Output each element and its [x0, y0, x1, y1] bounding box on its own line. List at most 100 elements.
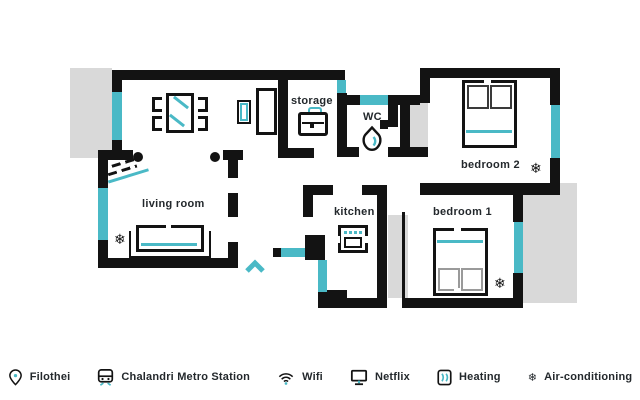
- pillow: [461, 268, 483, 291]
- chair-icon: [152, 97, 162, 112]
- wall: [513, 193, 523, 222]
- wall: [228, 193, 238, 217]
- entrance-door: [281, 248, 305, 257]
- window: [551, 105, 560, 158]
- chair-icon: [198, 116, 208, 131]
- stove-oven: [344, 237, 362, 248]
- snowflake-icon: ❄: [530, 161, 542, 177]
- legend-label: Heating: [458, 371, 501, 383]
- pillow: [467, 85, 489, 109]
- wall: [305, 235, 325, 260]
- bed-gap: [454, 226, 461, 231]
- cabinet-icon: [256, 88, 277, 135]
- legend-item-air-conditioning: ❄ Air-conditioning: [528, 371, 633, 383]
- wall: [377, 185, 387, 308]
- heating-icon: [437, 369, 452, 385]
- bed-gap: [484, 140, 491, 145]
- stove-gap: [336, 236, 340, 243]
- stove-burner: [349, 231, 352, 234]
- sofa-detail: [141, 243, 197, 246]
- wall: [112, 70, 122, 92]
- pillow: [490, 85, 512, 109]
- shaft-by-kitchen: [388, 215, 408, 298]
- snowflake-icon: ❄: [114, 232, 126, 248]
- wall: [318, 298, 387, 308]
- water-drop-icon: [362, 125, 382, 152]
- chair-icon: [152, 116, 162, 131]
- metro-icon: [98, 368, 114, 386]
- door-jamb: [380, 120, 388, 129]
- legend-item-netflix: Netflix: [350, 369, 410, 386]
- balcony-right: [523, 183, 577, 303]
- wall: [112, 70, 345, 80]
- wall: [223, 150, 243, 160]
- wall: [513, 273, 523, 308]
- bed-gap: [484, 78, 491, 83]
- storage-box-dot: [310, 124, 314, 128]
- wifi-icon: [278, 372, 294, 385]
- room-label-bedroom-2: bedroom 2: [461, 159, 520, 171]
- wall: [278, 148, 314, 158]
- entrance-arrow-icon: [245, 259, 265, 273]
- legend-label: Chalandri Metro Station: [121, 371, 251, 383]
- wall: [98, 240, 108, 268]
- wall: [388, 147, 428, 157]
- legend-item-metro: Chalandri Metro Station: [97, 368, 250, 387]
- wall: [400, 105, 410, 157]
- legend-item-wifi: Wifi: [277, 370, 323, 385]
- thin-wall: [402, 212, 405, 298]
- amenities-legend: Filothei Chalandri Metro Station Wifi: [0, 361, 640, 393]
- location-pin-icon: [8, 368, 22, 386]
- room-label-storage: storage: [291, 95, 333, 107]
- wall: [362, 185, 387, 195]
- pillow: [438, 268, 460, 291]
- room-label-wc: WC: [363, 111, 382, 123]
- legend-label: Wifi: [302, 371, 323, 383]
- door-hinge-dot: [210, 152, 220, 162]
- wall: [98, 258, 238, 268]
- bed-blanket-line: [437, 240, 483, 243]
- storage-box-line: [302, 122, 324, 124]
- wall: [402, 298, 523, 308]
- wall: [228, 242, 238, 268]
- stove-burner: [344, 231, 347, 234]
- wall: [550, 68, 560, 105]
- bed-gap: [454, 288, 461, 293]
- room-label-living-room: living room: [142, 198, 205, 210]
- wall: [318, 290, 347, 308]
- sideboard-detail: [240, 103, 248, 121]
- chair-icon: [198, 97, 208, 112]
- stove-burner: [354, 231, 357, 234]
- snowflake-icon: ❄: [494, 276, 506, 292]
- balcony-top-left: [70, 68, 112, 158]
- wall: [98, 150, 133, 160]
- wall: [337, 93, 347, 157]
- window: [112, 92, 122, 140]
- wall: [345, 95, 360, 105]
- window: [98, 188, 108, 240]
- entrance-door: [318, 260, 327, 292]
- wall: [550, 158, 560, 193]
- room-label-bedroom-1: bedroom 1: [433, 206, 492, 218]
- wall: [273, 248, 281, 257]
- legend-label: Air-conditioning: [544, 371, 633, 383]
- room-label-kitchen: kitchen: [334, 206, 375, 218]
- sofa-icon: [129, 231, 211, 258]
- stove-gap: [364, 236, 368, 243]
- netflix-monitor-icon: [350, 369, 368, 385]
- wall: [303, 195, 313, 217]
- legend-item-location: Filothei: [8, 368, 71, 387]
- wall: [420, 68, 430, 103]
- storage-box-handle: [308, 107, 322, 116]
- window: [514, 222, 523, 273]
- snowflake-icon: ❄: [527, 370, 538, 384]
- bed-blanket-line: [466, 130, 512, 133]
- wall: [420, 68, 560, 78]
- legend-label: Netflix: [374, 371, 410, 383]
- wall: [420, 183, 560, 195]
- legend-item-heating: Heating: [437, 369, 501, 386]
- sofa-seat: [136, 225, 204, 252]
- wall: [98, 158, 108, 188]
- wall: [388, 105, 398, 127]
